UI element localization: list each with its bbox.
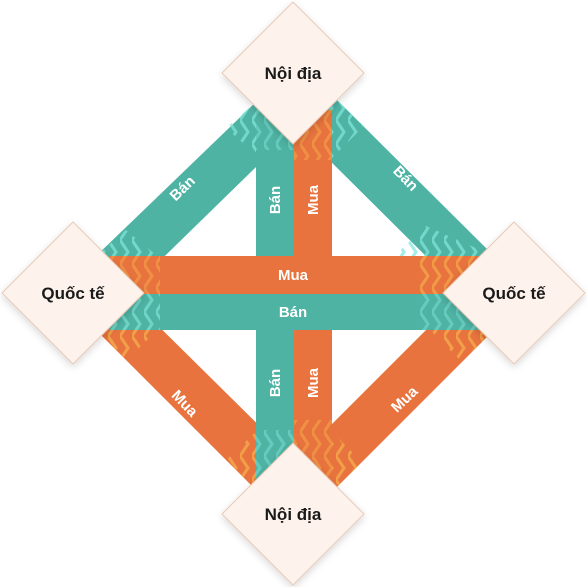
node-right-label: Quốc tế	[482, 284, 546, 303]
band-horizontal-top: Mua	[110, 256, 480, 294]
band-horizontal-top-label: Mua	[278, 267, 309, 284]
node-bottom-label: Nội địa	[265, 505, 322, 524]
band-upper-vertical-right-label: Mua	[305, 184, 322, 215]
node-left-label: Quốc tế	[41, 284, 105, 303]
band-upper-vertical-right: Mua	[294, 110, 332, 258]
band-horizontal-bottom: Bán	[110, 294, 480, 330]
band-lower-vertical-right-label: Mua	[305, 367, 322, 398]
node-right	[442, 221, 586, 365]
band-horizontal-bottom-label: Bán	[279, 304, 307, 321]
node-top	[221, 1, 365, 145]
band-lower-vertical-left-label: Bán	[267, 369, 284, 397]
node-top-label: Nội địa	[265, 64, 322, 83]
node-bottom	[221, 442, 365, 586]
band-upper-vertical-left-label: Bán	[267, 186, 284, 214]
node-left	[1, 221, 145, 365]
